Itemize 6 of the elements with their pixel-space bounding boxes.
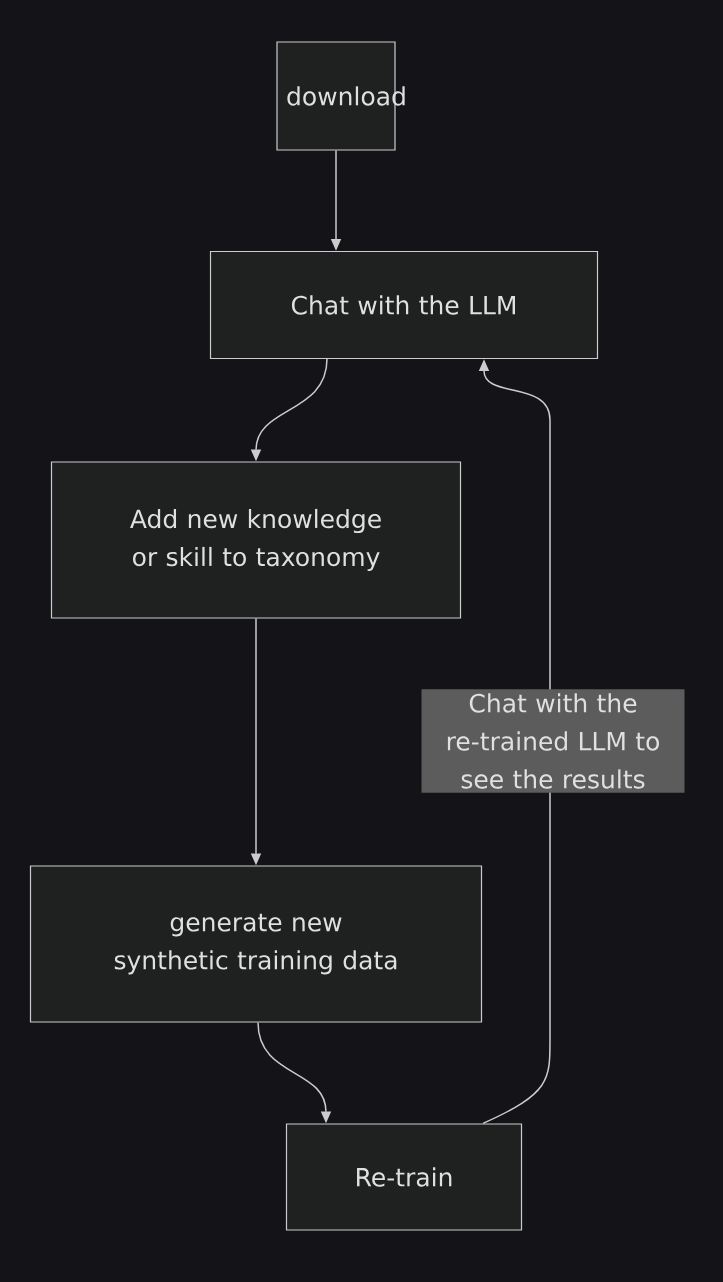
process-box: Re-train [285, 1123, 523, 1231]
process-box: generate new synthetic training data [29, 865, 483, 1023]
edge-label: Chat with the re-trained LLM to see the results [421, 689, 685, 793]
process-box: Add new knowledge or skill to taxonomy [50, 461, 462, 619]
process-box: download [276, 41, 405, 151]
process-box: Chat with the LLM [209, 250, 599, 360]
